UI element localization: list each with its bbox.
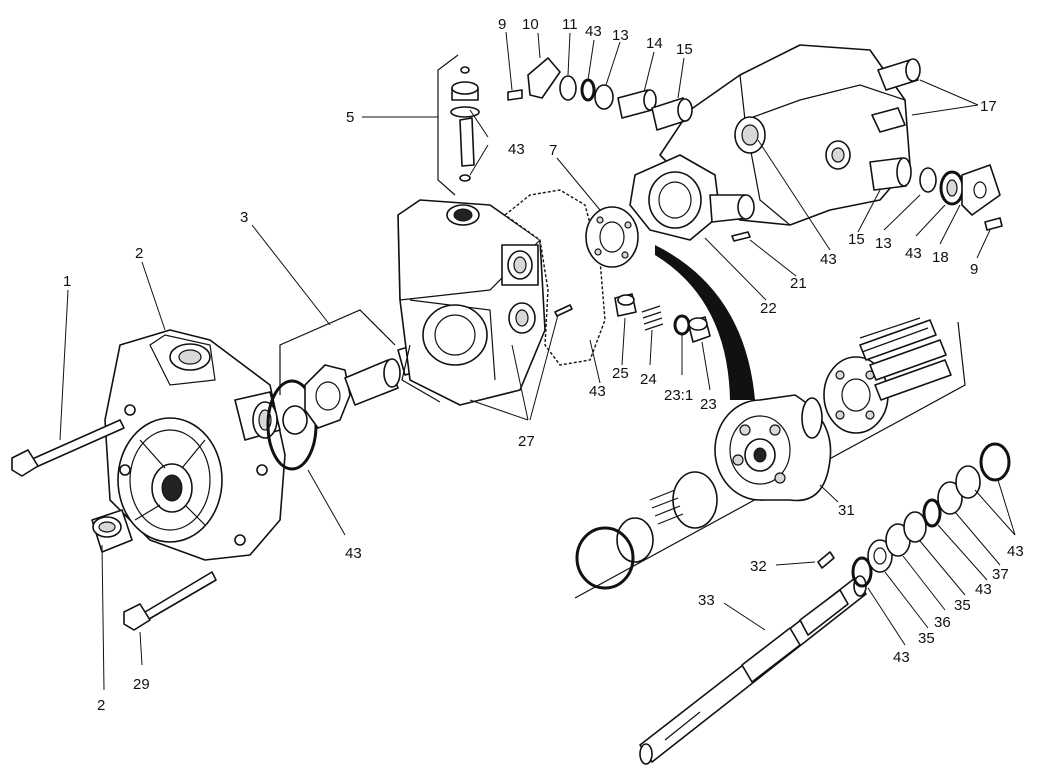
callout-29: 29 (133, 676, 150, 693)
gasket-43 (503, 189, 606, 366)
callout-43-oring: 43 (345, 545, 362, 562)
pin-27 (554, 304, 573, 317)
callout-25: 25 (612, 365, 629, 382)
callout-43-shaft: 43 (893, 649, 910, 666)
callout-9-top: 9 (498, 16, 506, 33)
rear-seal-parts (869, 157, 1003, 231)
callout-33: 33 (698, 592, 715, 609)
callout-14: 14 (646, 35, 663, 52)
callout-23: 23 (700, 396, 717, 413)
port-plate-7 (585, 206, 639, 268)
callout-10: 10 (522, 16, 539, 33)
callout-7: 7 (549, 142, 557, 159)
callout-43-snap: 43 (1007, 543, 1024, 560)
callout-24: 24 (640, 371, 657, 388)
callout-13-top: 13 (612, 27, 629, 44)
center-body (397, 199, 546, 406)
callout-5: 5 (346, 109, 354, 126)
callout-17: 17 (980, 98, 997, 115)
callout-23-1: 23:1 (664, 387, 693, 404)
key-32 (817, 551, 835, 569)
upper-seal-parts (507, 57, 693, 131)
callout-3: 3 (240, 209, 248, 226)
callout-43-bearing: 43 (975, 581, 992, 598)
callout-1: 1 (63, 273, 71, 290)
bolt-1 (11, 419, 125, 477)
bracket-5 (437, 54, 459, 196)
callout-15-top: 15 (676, 41, 693, 58)
relief-valve-parts (614, 293, 711, 343)
leader-lines (59, 31, 1016, 691)
callout-35-lower: 35 (918, 630, 935, 647)
callout-22: 22 (760, 300, 777, 317)
callout-27: 27 (518, 433, 535, 450)
callout-43-housing: 43 (820, 251, 837, 268)
callout-18: 18 (932, 249, 949, 266)
callout-21: 21 (790, 275, 807, 292)
shaft-bearing-stack (851, 442, 1011, 588)
rear-housing (629, 44, 911, 241)
front-housing (104, 329, 286, 561)
callout-35-upper: 35 (954, 597, 971, 614)
callout-2-bottom: 2 (97, 697, 105, 714)
callout-2-top: 2 (135, 245, 143, 262)
drive-shaft-33 (639, 575, 867, 765)
assembly-arrow (655, 245, 755, 400)
callout-labels: 1 2 2 29 3 43 5 43 7 27 9 10 11 43 13 14… (63, 16, 1024, 714)
callout-31: 31 (838, 502, 855, 519)
callout-43-valve: 43 (508, 141, 525, 158)
rotating-group-31 (574, 317, 966, 599)
callout-9-right: 9 (970, 261, 978, 278)
bolt-29 (123, 571, 217, 631)
bushing-17 (877, 58, 921, 91)
callout-43-seal: 43 (905, 245, 922, 262)
callout-13-bottom: 13 (875, 235, 892, 252)
callout-11: 11 (562, 16, 578, 33)
bushing-left (91, 509, 133, 553)
bracket-3 (279, 309, 396, 395)
callout-43-gasket: 43 (589, 383, 606, 400)
callout-32: 32 (750, 558, 767, 575)
pin-21 (731, 231, 751, 242)
callout-37: 37 (992, 566, 1009, 583)
callout-36: 36 (934, 614, 951, 631)
valve-assembly-5 (450, 66, 480, 182)
callout-43-top: 43 (585, 23, 602, 40)
callout-15-bottom: 15 (848, 231, 865, 248)
